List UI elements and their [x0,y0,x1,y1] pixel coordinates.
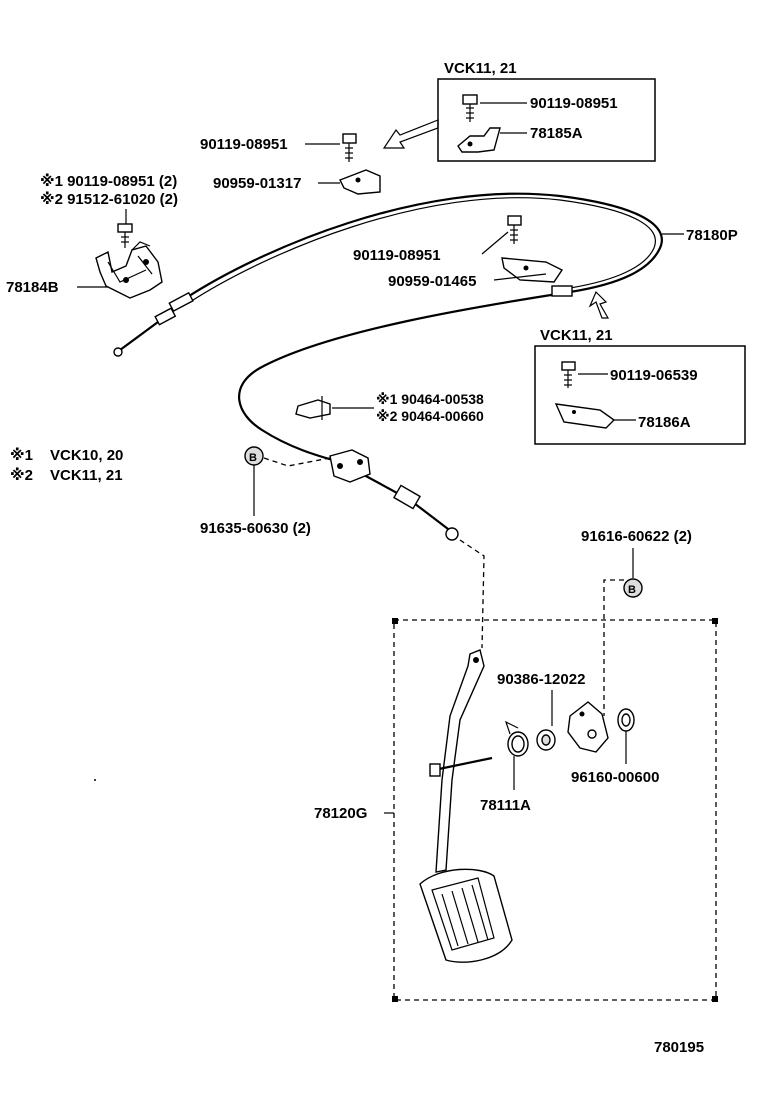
note2-text: VCK11, 21 [50,467,123,484]
bracket-top-left-label: 90959-01317 [213,175,301,192]
inset-bottom-title: VCK11, 21 [540,327,613,344]
note1-text: VCK10, 20 [50,447,123,464]
inset-bottom-frame [534,345,746,445]
pedal-bracket-icon [567,701,609,753]
notes-legend: ※1 VCK10, 20 ※2 VCK11, 21 [10,446,123,484]
pedal-label: 78120G [314,805,367,822]
bracket-icon [554,403,616,429]
bolt-icon [342,133,357,162]
clip-note2-label: ※2 90464-00660 [376,408,484,424]
bracket-78184b-icon [95,241,163,299]
cable-mount-plate-icon [329,449,371,483]
note1-mark: ※1 [10,446,33,464]
nut-b-marker: B [249,452,257,464]
note2-part-label: ※2 91512-61020 (2) [40,190,178,208]
nut-b-icon: B [623,578,643,598]
bracket-icon [339,169,381,195]
bracket-mid-label: 90959-01465 [388,273,476,290]
figure-number: 780195 [654,1039,704,1056]
nut-left-label: 91635-60630 (2) [200,520,311,537]
clip-icon [295,396,331,420]
spring-label: 78111A [480,797,531,814]
nut-right-label: 91616-60622 (2) [581,528,692,545]
bolt-icon [462,94,478,122]
bracket-left-label: 78184B [6,279,59,296]
clip-note1-label: ※1 90464-00538 [376,391,484,407]
accelerator-cable [113,192,663,541]
bracket-icon [457,127,501,153]
cable-label: 78180P [686,227,738,244]
bolt-icon [507,215,522,244]
bolt-top-left-label: 90119-08951 [200,136,288,153]
nut-b-marker-right: B [628,584,636,596]
inset-top-bolt-label: 90119-08951 [530,95,618,112]
return-spring-icon [504,720,529,790]
inset-box-bottom: VCK11, 21 90119-06539 78186A [534,327,746,445]
callout-arrow-bottom [588,290,610,319]
inset-top-bracket-label: 78185A [530,125,583,142]
bracket-icon [501,257,564,283]
note2-mark: ※2 [10,466,33,484]
bolt-icon [561,361,576,388]
bushing-label: 90386-12022 [497,671,585,688]
bushing-icon [536,729,556,751]
inset-box-top: VCK11, 21 90119-08951 78185A [437,60,656,162]
nut-b-icon: B [244,446,264,466]
inset-bottom-bolt-label: 90119-06539 [610,367,698,384]
inset-top-title: VCK11, 21 [444,60,517,77]
note1-part-label: ※1 90119-08951 (2) [40,172,177,190]
bolt-icon [117,223,133,248]
bolt-mid-label: 90119-08951 [353,247,441,264]
callout-arrow-top [382,119,439,149]
washer-label: 96160-00600 [571,769,659,786]
inset-bottom-bracket-label: 78186A [638,414,691,431]
washer-icon [617,708,635,732]
accelerator-pedal-icon [419,649,513,963]
